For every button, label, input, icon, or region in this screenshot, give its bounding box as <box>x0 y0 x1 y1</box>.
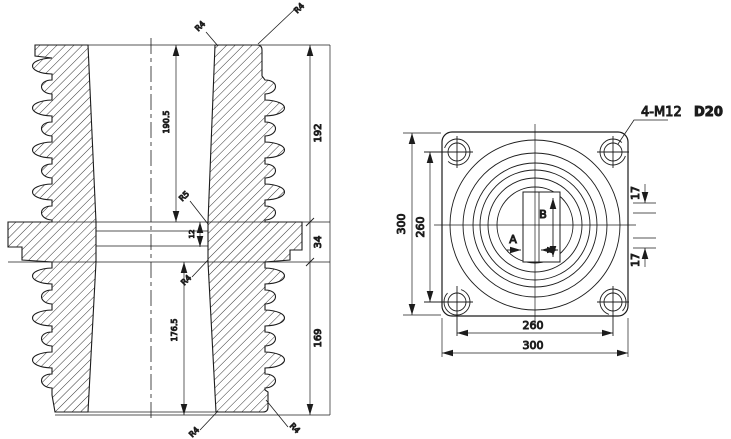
bolt-hole-bottom-left <box>424 286 473 336</box>
svg-text:17: 17 <box>629 186 642 200</box>
leader-r4-bottom-right <box>265 399 289 428</box>
leader-r4-shed <box>257 7 297 45</box>
svg-text:17: 17 <box>629 253 642 267</box>
bolt-hole-bottom-right <box>597 286 629 336</box>
leader-r5-mid-label: R5 <box>177 189 191 203</box>
leader-r4-mid <box>191 259 209 278</box>
bolt-callout-label: 4-M12 <box>641 105 682 120</box>
leader-r4-mid-label: R4 <box>179 273 193 287</box>
dim-left-300-label: 300 <box>395 214 408 235</box>
leader-r4-bottom-right-label: R4 <box>288 421 302 435</box>
dim-190-label: 190.5 <box>162 111 171 134</box>
dim-a-label: A <box>509 233 517 246</box>
dim-169-label: 169 <box>313 328 324 347</box>
section-right-wall <box>207 44 303 413</box>
center-slot <box>522 191 561 263</box>
leader-r4-bottom-left <box>199 410 219 431</box>
section-left-wall <box>7 44 97 413</box>
dim-right-17-top: 17 <box>629 184 656 214</box>
dim-192-label: 192 <box>313 123 324 142</box>
bolt-callout-label-bold: D20 <box>694 105 723 120</box>
dim-bottom-260-label: 260 <box>523 319 544 332</box>
leader-r4-bottom-left-label: R4 <box>187 425 201 439</box>
leader-r4-shed-label: R4 <box>292 1 306 15</box>
dim-chain-tick-top <box>305 217 315 227</box>
dim-34-label: 34 <box>313 236 324 249</box>
leader-r4-top-label: R4 <box>193 19 207 33</box>
leader-r5-mid <box>189 200 209 225</box>
dim-176-label: 176.5 <box>170 319 179 342</box>
bolt-hole-top-left <box>424 136 473 168</box>
dim-chain-tick-bottom <box>305 257 315 267</box>
bolt-hole-top-right <box>597 136 629 168</box>
dim-right-17-bottom: 17 <box>629 237 656 268</box>
plan-view: 4-M12 D20 300 260 260 300 17 17 B <box>395 105 723 357</box>
bolt-holes <box>424 136 629 336</box>
dim-b-label: B <box>539 208 547 221</box>
dim-12-label: 12 <box>188 230 196 239</box>
leader-r4-top <box>205 31 219 47</box>
dim-bottom-300-label: 300 <box>523 339 544 352</box>
bolt-callout-leader <box>617 119 668 145</box>
dim-left-260-label: 260 <box>414 217 427 238</box>
section-view: 190.5 176.5 12 192 34 169 R4 R4 R5 R4 R4… <box>7 1 331 439</box>
